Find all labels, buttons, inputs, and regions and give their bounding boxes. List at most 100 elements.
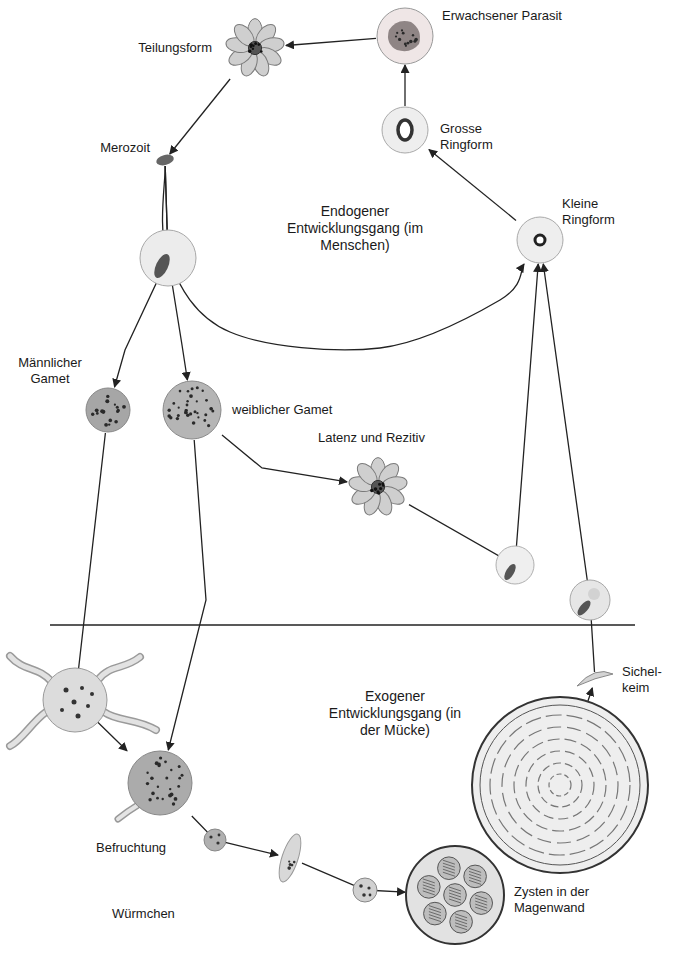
cell-drawing bbox=[85, 387, 131, 433]
cycle-arrow bbox=[170, 79, 230, 154]
drawing-part bbox=[210, 408, 212, 410]
stage-label: Befruchtung bbox=[96, 840, 166, 856]
cell-drawing bbox=[155, 154, 175, 166]
drawing-part bbox=[370, 489, 373, 492]
drawing-part bbox=[10, 712, 46, 746]
drawing-part bbox=[10, 656, 52, 682]
drawing-part bbox=[186, 400, 188, 402]
drawing-part bbox=[252, 44, 255, 47]
drawing-part bbox=[90, 692, 94, 696]
drawing-part bbox=[168, 409, 171, 412]
drawing-part bbox=[398, 38, 401, 41]
drawing-part bbox=[174, 797, 178, 801]
drawing-part bbox=[178, 407, 180, 409]
drawing-part bbox=[181, 774, 184, 777]
drawing-part bbox=[207, 424, 210, 427]
drawing-part bbox=[191, 387, 194, 390]
drawing-part bbox=[196, 412, 198, 414]
drawing-part bbox=[177, 414, 180, 417]
drawing-part bbox=[396, 32, 398, 34]
drawing-part bbox=[64, 688, 69, 693]
drawing-part bbox=[178, 777, 181, 780]
section-heading: Endogener Entwicklungsgang (im Menschen) bbox=[285, 203, 425, 254]
drawing-part bbox=[418, 876, 441, 899]
drawing-part bbox=[379, 487, 382, 490]
drawing-part bbox=[95, 408, 99, 412]
drawing-part bbox=[455, 926, 467, 930]
drawing-part bbox=[377, 8, 433, 64]
cycle-arrow bbox=[168, 440, 206, 750]
stage-cell: Befruchtung bbox=[127, 750, 193, 816]
cell-drawing bbox=[127, 750, 193, 816]
drawing-part bbox=[105, 399, 109, 403]
stage-cell: Zysten in der Magenwand bbox=[405, 845, 505, 945]
drawing-part bbox=[184, 411, 188, 415]
drawing-part bbox=[475, 907, 487, 911]
drawing-part bbox=[118, 805, 138, 819]
stage-label: Sichel- keim bbox=[622, 664, 670, 696]
drawing-part bbox=[429, 918, 441, 922]
drawing-part bbox=[109, 419, 113, 423]
section-heading: Exogener Entwicklungsgang (in der Mücke) bbox=[325, 688, 465, 739]
drawing-part bbox=[176, 417, 179, 420]
drawing-part bbox=[502, 727, 618, 843]
drawing-part bbox=[204, 413, 207, 416]
drawing-part bbox=[156, 797, 159, 800]
drawing-part bbox=[362, 893, 366, 897]
drawing-part bbox=[91, 413, 94, 416]
stage-label: Männlicher Gamet bbox=[8, 355, 92, 387]
drawing-part bbox=[104, 423, 108, 427]
drawing-part bbox=[100, 409, 104, 413]
drawing-part bbox=[197, 416, 199, 418]
drawing-part bbox=[80, 686, 84, 690]
stage-cell: weiblicher Gamet bbox=[162, 380, 222, 440]
drawing-part bbox=[252, 48, 254, 50]
drawing-part bbox=[10, 656, 52, 682]
drawing-part bbox=[353, 878, 377, 902]
drawing-part bbox=[178, 765, 181, 768]
cell-drawing bbox=[162, 380, 222, 440]
stage-cell: Grosse Ringform bbox=[381, 106, 429, 154]
drawing-part bbox=[76, 714, 81, 719]
stage-label: Würmchen bbox=[112, 906, 175, 922]
drawing-part bbox=[248, 50, 251, 53]
drawing-part bbox=[402, 32, 405, 35]
drawing-part bbox=[86, 388, 130, 432]
cycle-arrow bbox=[404, 65, 405, 106]
drawing-part bbox=[202, 390, 204, 392]
drawing-part bbox=[449, 899, 461, 903]
drawing-part bbox=[157, 786, 159, 788]
drawing-part bbox=[376, 490, 379, 493]
drawing-part bbox=[151, 252, 173, 281]
stage-cell: Sichel- keim bbox=[575, 672, 615, 688]
stage-label: Kleine Ringform bbox=[562, 196, 634, 228]
drawing-part bbox=[538, 763, 582, 807]
drawing-part bbox=[526, 751, 594, 819]
drawing-part bbox=[150, 776, 154, 780]
stage-label: Zysten in der Magenwand bbox=[514, 884, 626, 916]
drawing-part bbox=[517, 217, 563, 263]
stage-label: Grosse Ringform bbox=[440, 121, 512, 153]
drawing-part bbox=[205, 399, 208, 402]
drawing-part bbox=[359, 884, 363, 888]
drawing-part bbox=[116, 406, 119, 409]
drawing-part bbox=[186, 404, 189, 407]
drawing-part bbox=[369, 894, 372, 897]
drawing-part bbox=[168, 793, 172, 797]
drawing-part bbox=[549, 774, 571, 796]
cycle-arrow bbox=[409, 264, 538, 565]
cell-drawing bbox=[347, 456, 409, 518]
drawing-part bbox=[158, 763, 161, 766]
drawing-part bbox=[381, 482, 384, 485]
stage-cell: Würmchen bbox=[278, 831, 302, 885]
drawing-part bbox=[165, 777, 168, 780]
drawing-part bbox=[218, 834, 221, 837]
drawing-part bbox=[170, 769, 172, 771]
stage-label: Teilungsform bbox=[138, 40, 212, 56]
drawing-part bbox=[502, 562, 518, 582]
drawing-part bbox=[480, 705, 640, 865]
drawing-part bbox=[162, 798, 164, 800]
drawing-part bbox=[163, 381, 221, 439]
drawing-part bbox=[114, 420, 118, 424]
drawing-part bbox=[423, 891, 435, 895]
